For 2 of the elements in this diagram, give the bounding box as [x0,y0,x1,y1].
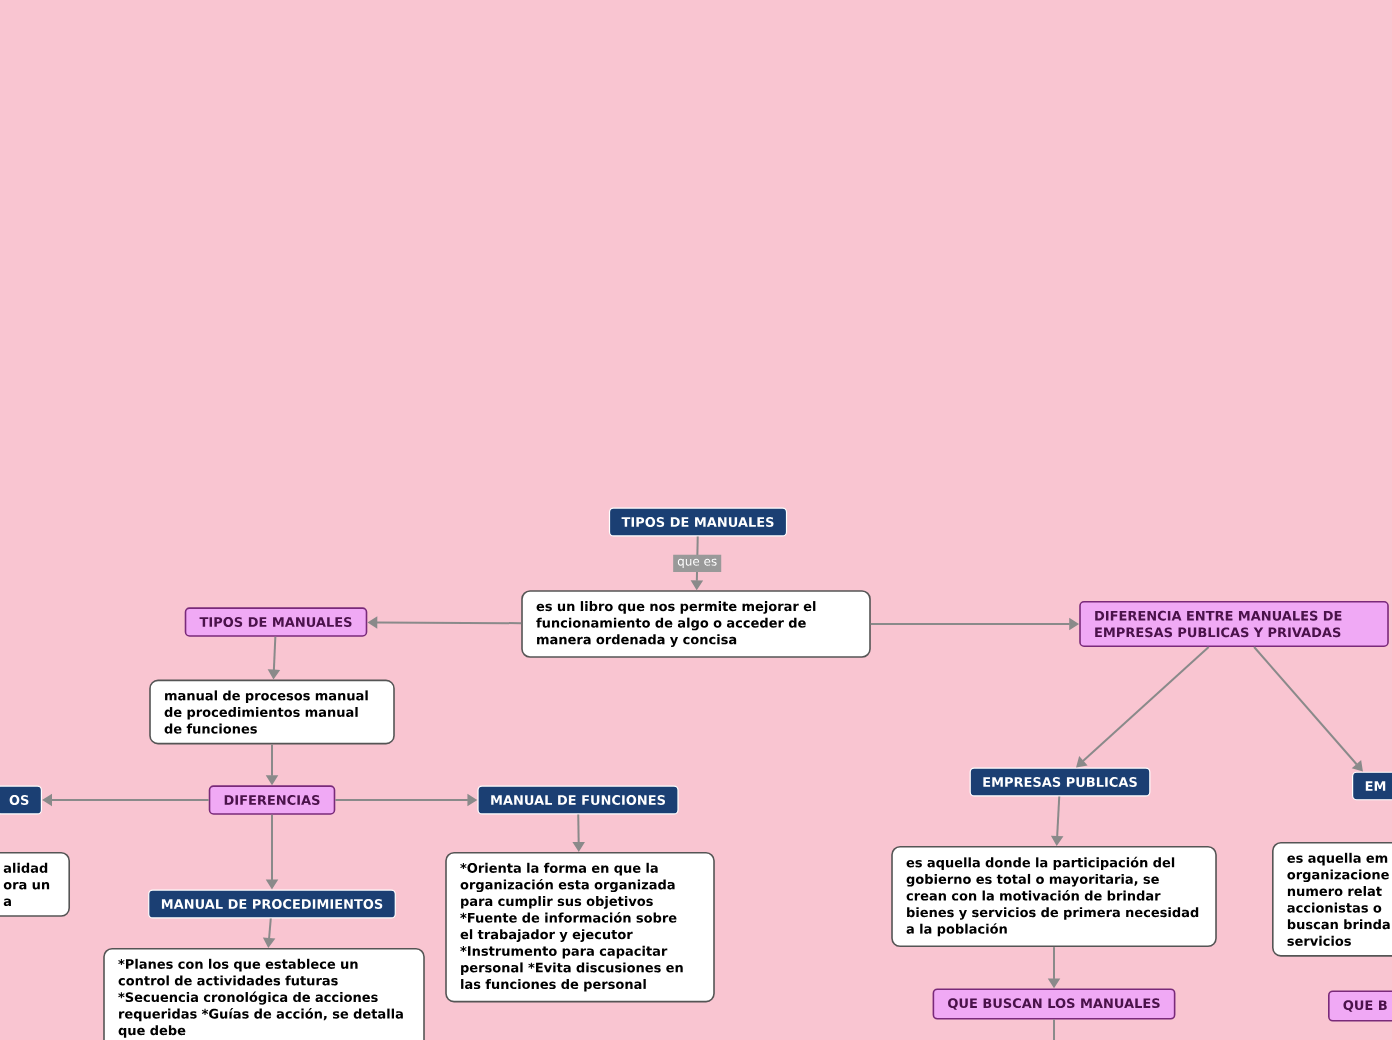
arrow [1253,646,1363,772]
arrow [1076,646,1210,768]
